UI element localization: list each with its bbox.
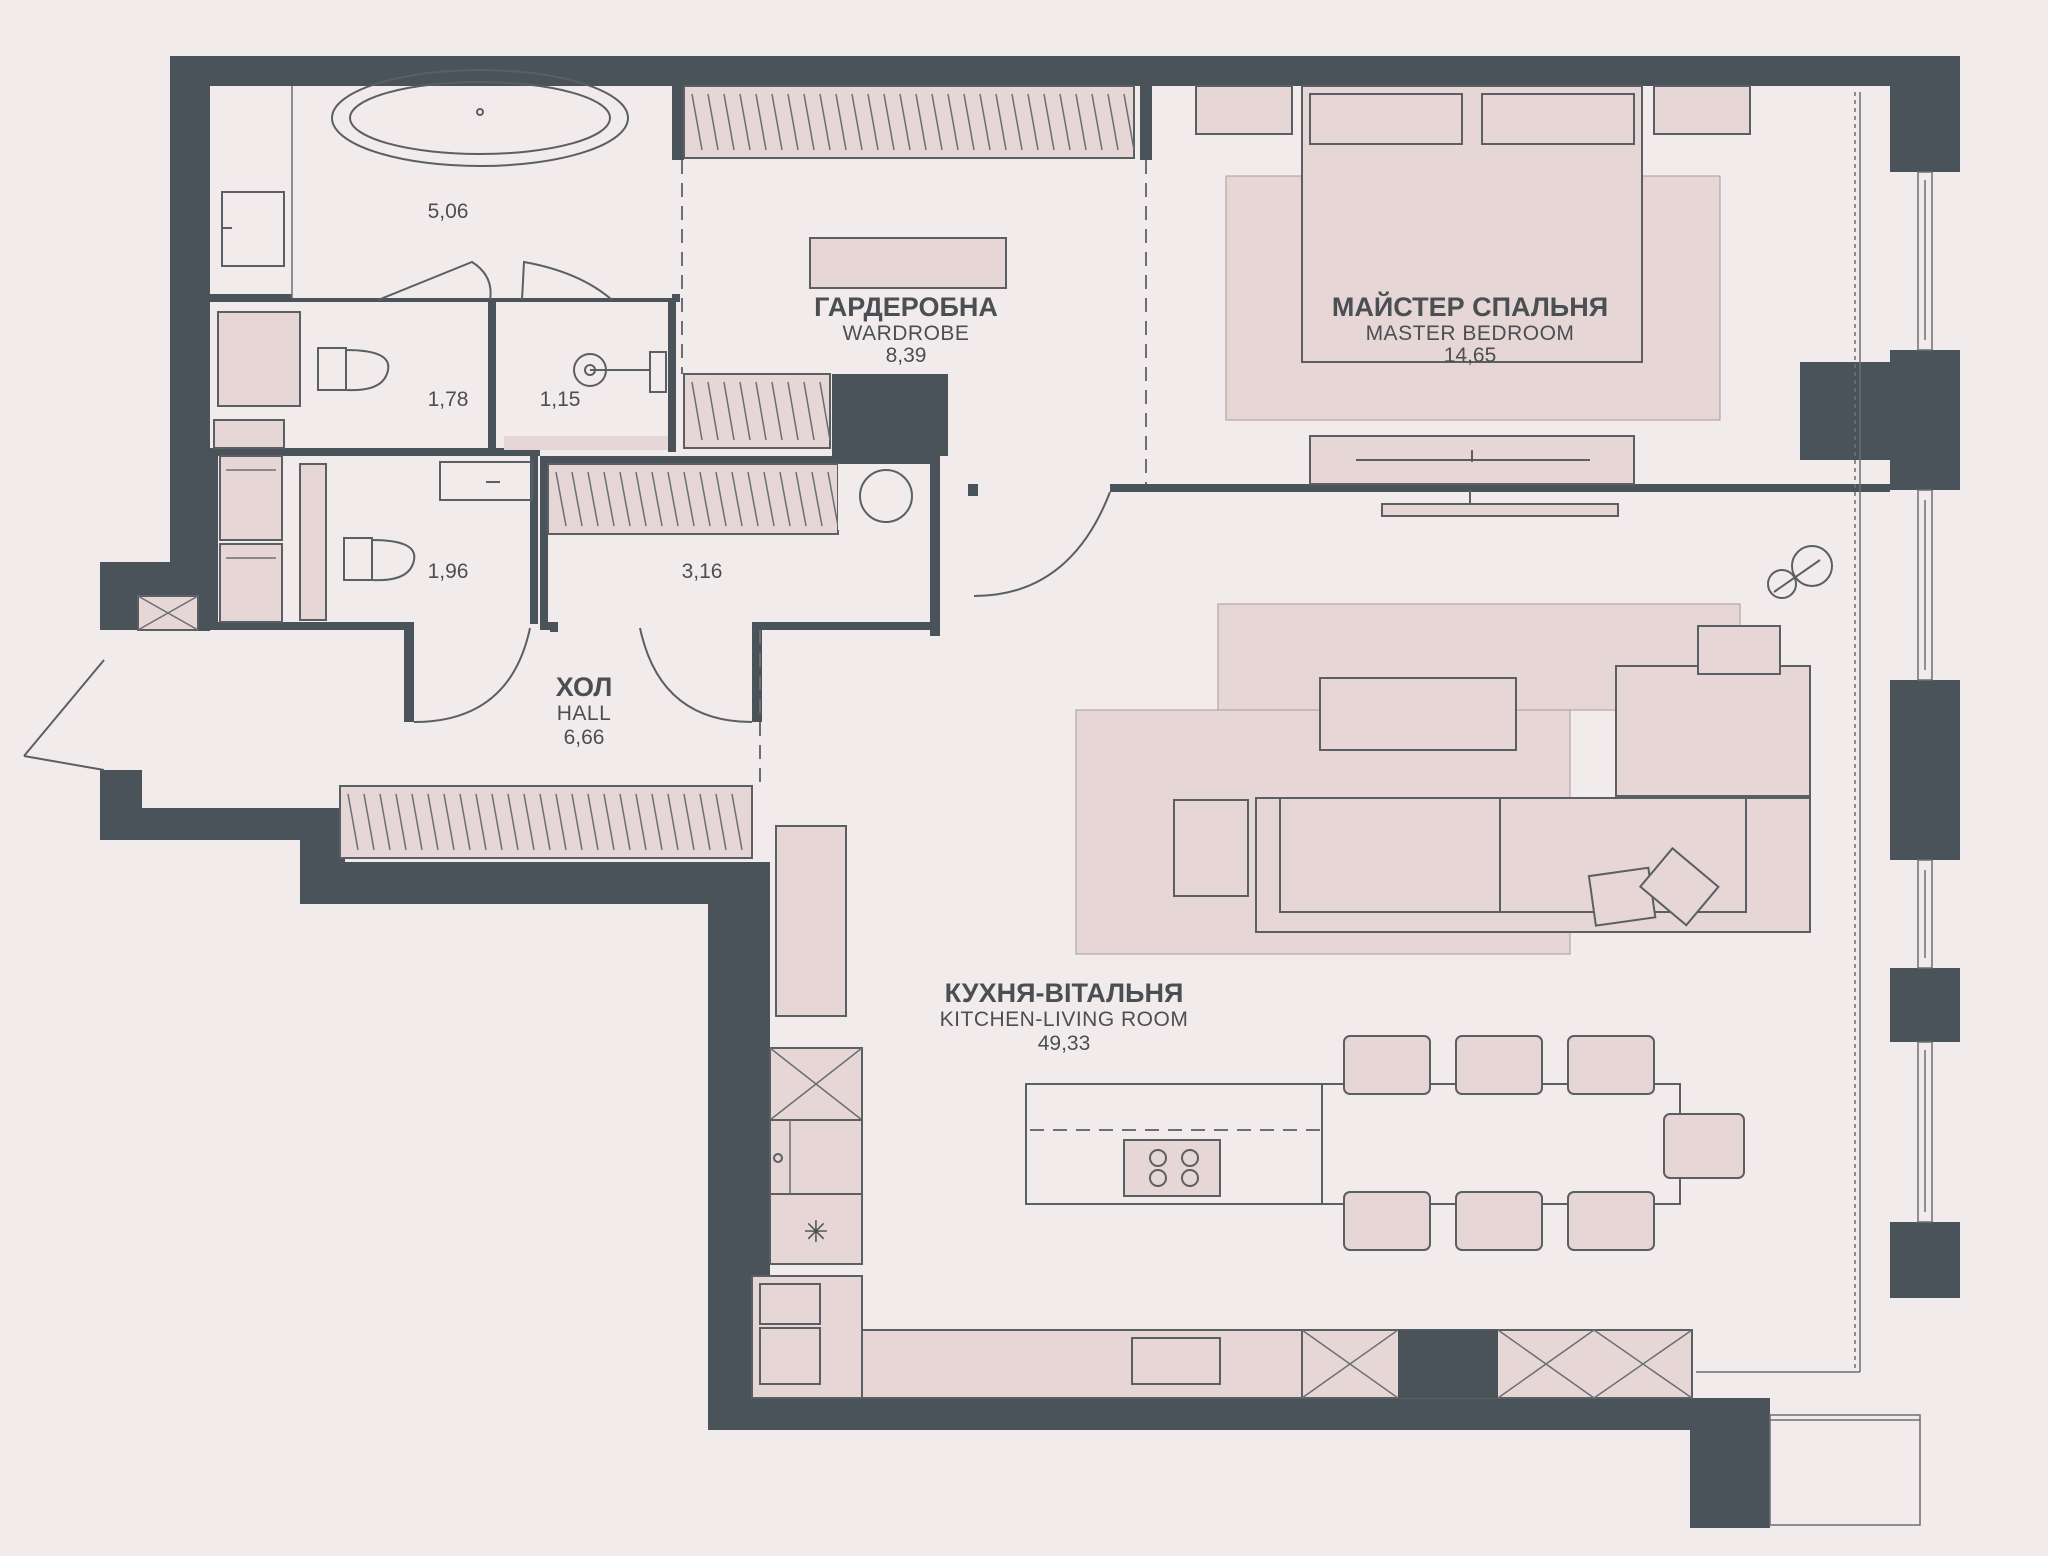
wc-2-area: 1,96 [428,560,469,583]
cooktop-icon [1123,1139,1221,1197]
kitchen-living-title: КУХНЯ-ВІТАЛЬНЯ [945,978,1184,1008]
wc-2: 1,96 [299,461,533,621]
wardrobe-hatching [347,93,1135,851]
hall-subtitle: HALL [557,702,612,725]
shower-area: 1,15 [540,388,581,411]
chair [1567,1191,1655,1251]
bedroom-area: 14,65 [1444,344,1497,367]
chair [1343,1035,1431,1095]
washing-machine-icon [859,469,913,523]
shower: 1,15 [504,351,668,450]
laundry [838,464,930,530]
bathtub-icon [331,69,629,167]
toilet-icon-2 [343,537,416,582]
storage-area: 3,16 [682,560,723,583]
bedroom-subtitle: MASTER BEDROOM [1366,322,1575,345]
bedroom-title: МАЙСТЕР СПАЛЬНЯ [1332,291,1608,322]
bedroom-furniture [1195,85,1751,517]
wc-1: 1,78 [217,311,469,411]
windows [1696,92,1933,1526]
chair [1343,1191,1431,1251]
bathroom-area: 5,06 [428,200,469,223]
toilet-icon [317,347,390,392]
walls [100,56,1960,1528]
kitchen-living-area: 49,33 [1038,1032,1091,1055]
living-furniture [1075,545,1833,955]
bathroom: 5,06 [221,69,672,301]
left-cabinets [213,419,285,623]
svg-text:✳: ✳ [803,1216,828,1249]
dining-chairs [1343,1035,1745,1251]
hall-title: ХОЛ [556,672,613,702]
wardrobe-island [809,237,1007,289]
chair [1455,1191,1543,1251]
kitchen-furniture: ✳ [751,825,1745,1399]
room-labels: ГАРДЕРОБНА WARDROBE 8,39 МАЙСТЕР СПАЛЬНЯ… [556,291,1608,1055]
wardrobe-area: 8,39 [886,344,927,367]
wc-1-area: 1,78 [428,388,469,411]
hall-area: 6,66 [564,726,605,749]
entry-door [23,595,199,771]
kitchen-living-subtitle: KITCHEN-LIVING ROOM [940,1008,1189,1031]
hall-doors [413,491,1111,790]
chair [1455,1035,1543,1095]
chair [1663,1113,1745,1179]
wardrobe-subtitle: WARDROBE [843,322,970,345]
wardrobe-title: ГАРДЕРОБНА [814,292,998,322]
chair [1567,1035,1655,1095]
